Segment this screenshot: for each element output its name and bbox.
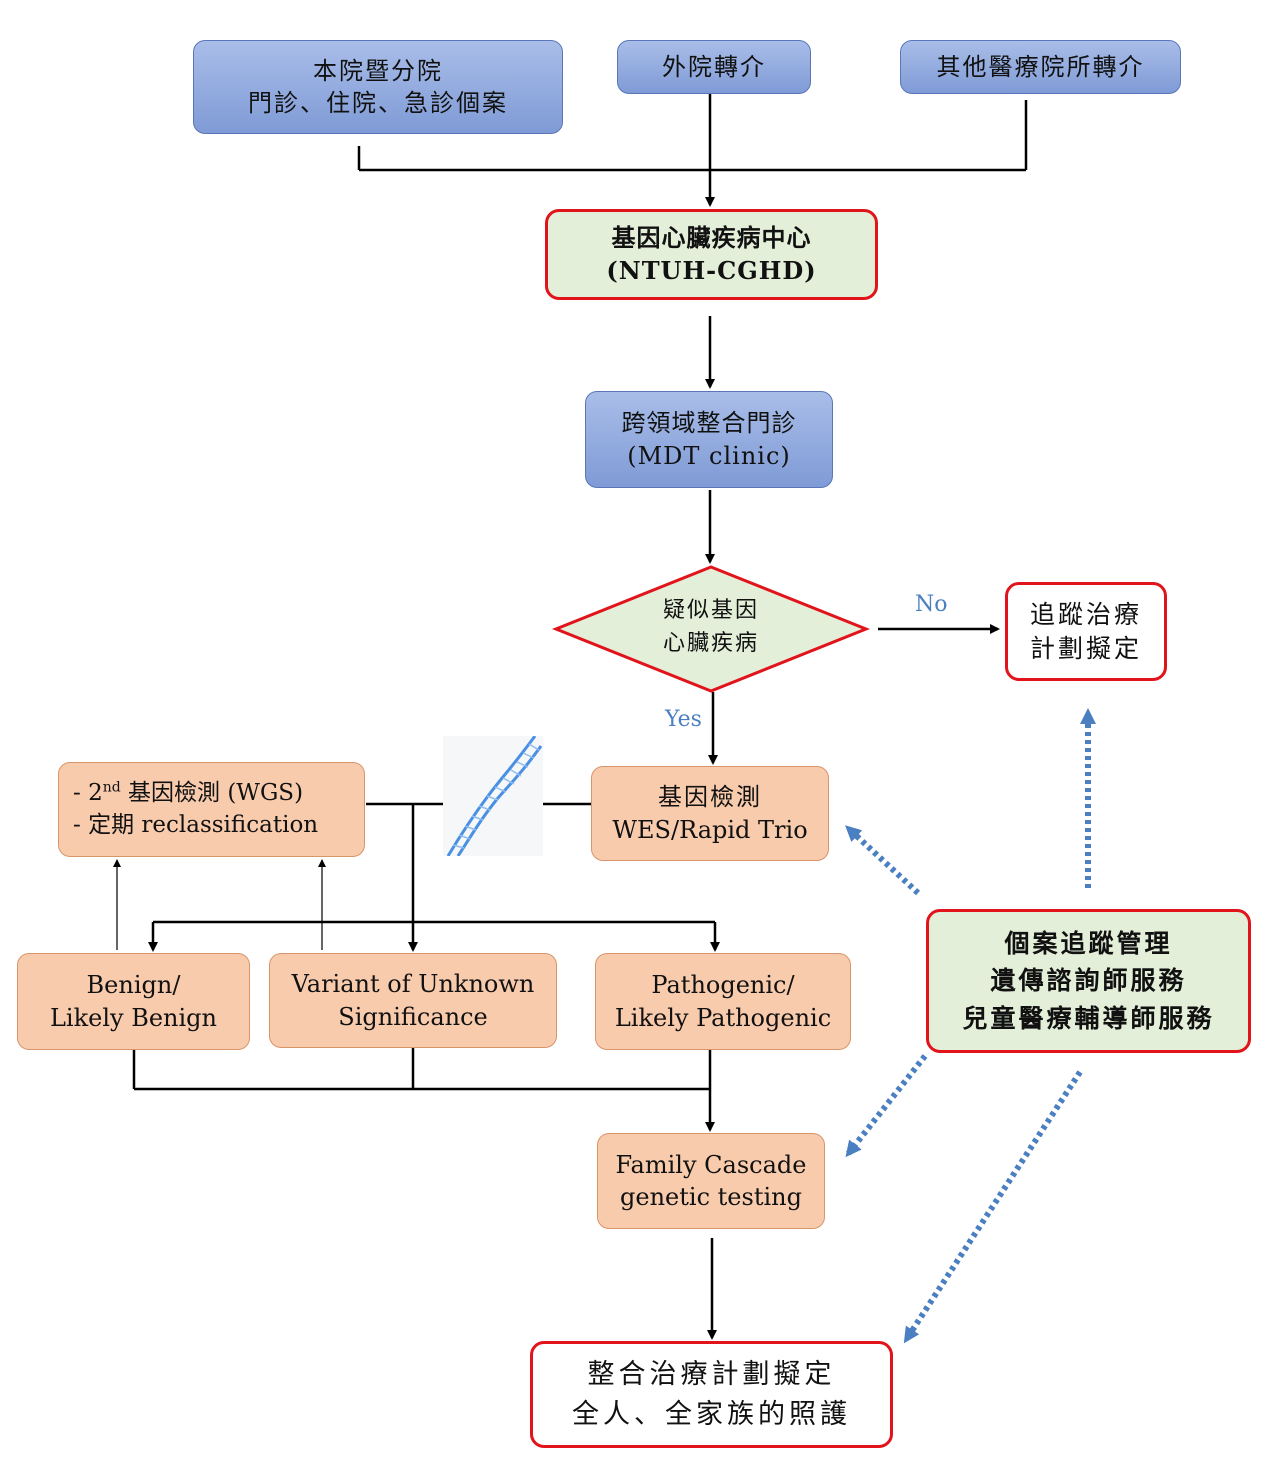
pathogenic-line1: Pathogenic/ <box>651 971 795 1000</box>
second-test-line2: - 定期 reclassification <box>73 811 319 838</box>
second-test-line1: - 2nd 基因檢測 (WGS) <box>73 779 304 807</box>
gene-heart-center-box: 基因心臟疾病中心 (NTUH-CGHD) <box>545 209 878 300</box>
decision-line2: 心臟疾病 <box>662 631 759 656</box>
yes-label: Yes <box>665 707 702 732</box>
center-line2: (NTUH-CGHD) <box>606 255 817 285</box>
vus-line2: Significance <box>338 1002 488 1031</box>
gene-test-box: 基因檢測 WES/Rapid Trio <box>591 766 829 861</box>
benign-line2: Likely Benign <box>49 1003 217 1032</box>
case-management-box: 個案追蹤管理 遺傳諮詢師服務 兒童醫療輔導師服務 <box>926 909 1251 1053</box>
mdt-line2: (MDT clinic) <box>627 441 791 470</box>
source-internal-line1: 本院暨分院 <box>313 56 443 85</box>
family-line2: genetic testing <box>620 1183 802 1211</box>
final-line2: 全人、全家族的照護 <box>572 1398 851 1430</box>
source-external-label: 外院轉介 <box>662 52 766 81</box>
follow-up-plan-box: 追蹤治療 計劃擬定 <box>1005 582 1167 681</box>
decision-text: 疑似基因 心臟疾病 <box>611 594 811 660</box>
case-mgmt-line2: 遺傳諮詢師服務 <box>990 966 1187 996</box>
integrated-plan-box: 整合治療計劃擬定 全人、全家族的照護 <box>530 1341 893 1448</box>
case-mgmt-line3: 兒童醫療輔導師服務 <box>962 1003 1215 1033</box>
dna-helix-image <box>443 735 543 857</box>
family-line1: Family Cascade <box>615 1150 807 1179</box>
pathogenic-box: Pathogenic/ Likely Pathogenic <box>595 953 851 1050</box>
benign-line1: Benign/ <box>86 971 181 1000</box>
benign-box: Benign/ Likely Benign <box>17 953 250 1050</box>
pathogenic-line2: Likely Pathogenic <box>614 1003 832 1032</box>
follow-up-line1: 追蹤治療 <box>1029 599 1142 629</box>
follow-up-line2: 計劃擬定 <box>1029 633 1142 663</box>
second-test-box: - 2nd 基因檢測 (WGS) - 定期 reclassification <box>58 762 365 857</box>
gene-test-line2: WES/Rapid Trio <box>612 815 808 844</box>
family-cascade-box: Family Cascade genetic testing <box>597 1133 825 1229</box>
mdt-clinic-box: 跨領域整合門診 (MDT clinic) <box>585 391 833 488</box>
source-external-box: 外院轉介 <box>617 40 811 94</box>
gene-test-line1: 基因檢測 <box>658 783 762 812</box>
source-other-box: 其他醫療院所轉介 <box>900 40 1181 94</box>
no-label: No <box>915 592 948 617</box>
decision-diamond <box>551 565 871 693</box>
case-mgmt-line1: 個案追蹤管理 <box>1004 928 1173 958</box>
center-line1: 基因心臟疾病中心 <box>611 223 812 253</box>
source-internal-box: 本院暨分院 門診、住院、急診個案 <box>193 40 563 134</box>
source-other-label: 其他醫療院所轉介 <box>936 52 1145 81</box>
source-internal-line2: 門診、住院、急診個案 <box>248 89 508 117</box>
mdt-line1: 跨領域整合門診 <box>621 409 797 438</box>
vus-box: Variant of Unknown Significance <box>269 953 557 1048</box>
vus-line1: Variant of Unknown <box>291 970 535 999</box>
final-line1: 整合治療計劃擬定 <box>587 1359 836 1391</box>
decision-line1: 疑似基因 <box>662 598 759 623</box>
